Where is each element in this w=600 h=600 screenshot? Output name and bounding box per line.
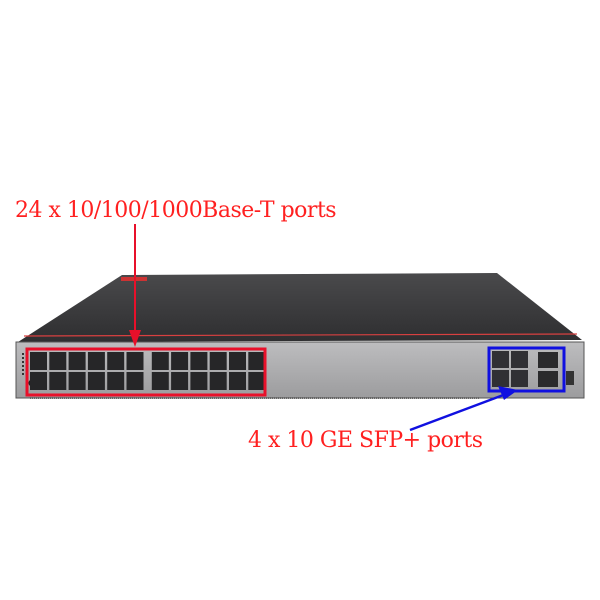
- sfp-ports-highlight-box: [487, 346, 566, 393]
- uplink-port: [538, 371, 558, 387]
- sfp-ports-arrow: [409, 386, 518, 432]
- copper-port: [171, 372, 189, 390]
- copper-port: [68, 372, 86, 390]
- sfp-port: [511, 351, 528, 368]
- copper-port: [229, 372, 246, 390]
- chassis-top: [18, 273, 582, 342]
- copper-port: [87, 372, 105, 390]
- uplink-port: [538, 352, 558, 368]
- copper-port: [151, 352, 169, 370]
- status-led: [22, 357, 24, 359]
- copper-port: [171, 352, 189, 370]
- copper-port: [151, 372, 169, 390]
- sfp-port: [511, 370, 528, 387]
- copper-port: [87, 352, 105, 370]
- copper-port: [68, 352, 86, 370]
- sfp-ports-label: 4 x 10 GE SFP+ ports: [248, 428, 483, 453]
- copper-port: [248, 352, 266, 370]
- status-led: [22, 365, 24, 367]
- copper-port: [107, 372, 125, 390]
- status-led: [22, 361, 24, 363]
- copper-port: [126, 352, 144, 370]
- sfp-port: [492, 351, 509, 368]
- copper-port: [107, 352, 125, 370]
- copper-port: [126, 372, 144, 390]
- sfp-port: [492, 370, 509, 387]
- status-leds: [22, 353, 24, 375]
- copper-port: [30, 372, 47, 390]
- copper-port: [209, 372, 227, 390]
- copper-ports-highlight-box: [25, 347, 267, 397]
- copper-port: [49, 372, 67, 390]
- console-port: [566, 371, 574, 385]
- copper-port: [190, 372, 208, 390]
- status-led: [22, 369, 24, 371]
- copper-port: [190, 352, 208, 370]
- status-led: [22, 373, 24, 375]
- copper-port: [209, 352, 227, 370]
- accent-stripe: [23, 333, 578, 337]
- sfp-port-array: [492, 351, 558, 387]
- copper-ports-arrow: [129, 224, 141, 347]
- copper-port: [248, 372, 266, 390]
- copper-ports-label: 24 x 10/100/1000Base-T ports: [15, 198, 337, 223]
- copper-port: [229, 352, 246, 370]
- status-led: [22, 353, 24, 355]
- copper-port-array: [30, 352, 266, 390]
- copper-port: [30, 352, 47, 370]
- copper-port: [49, 352, 67, 370]
